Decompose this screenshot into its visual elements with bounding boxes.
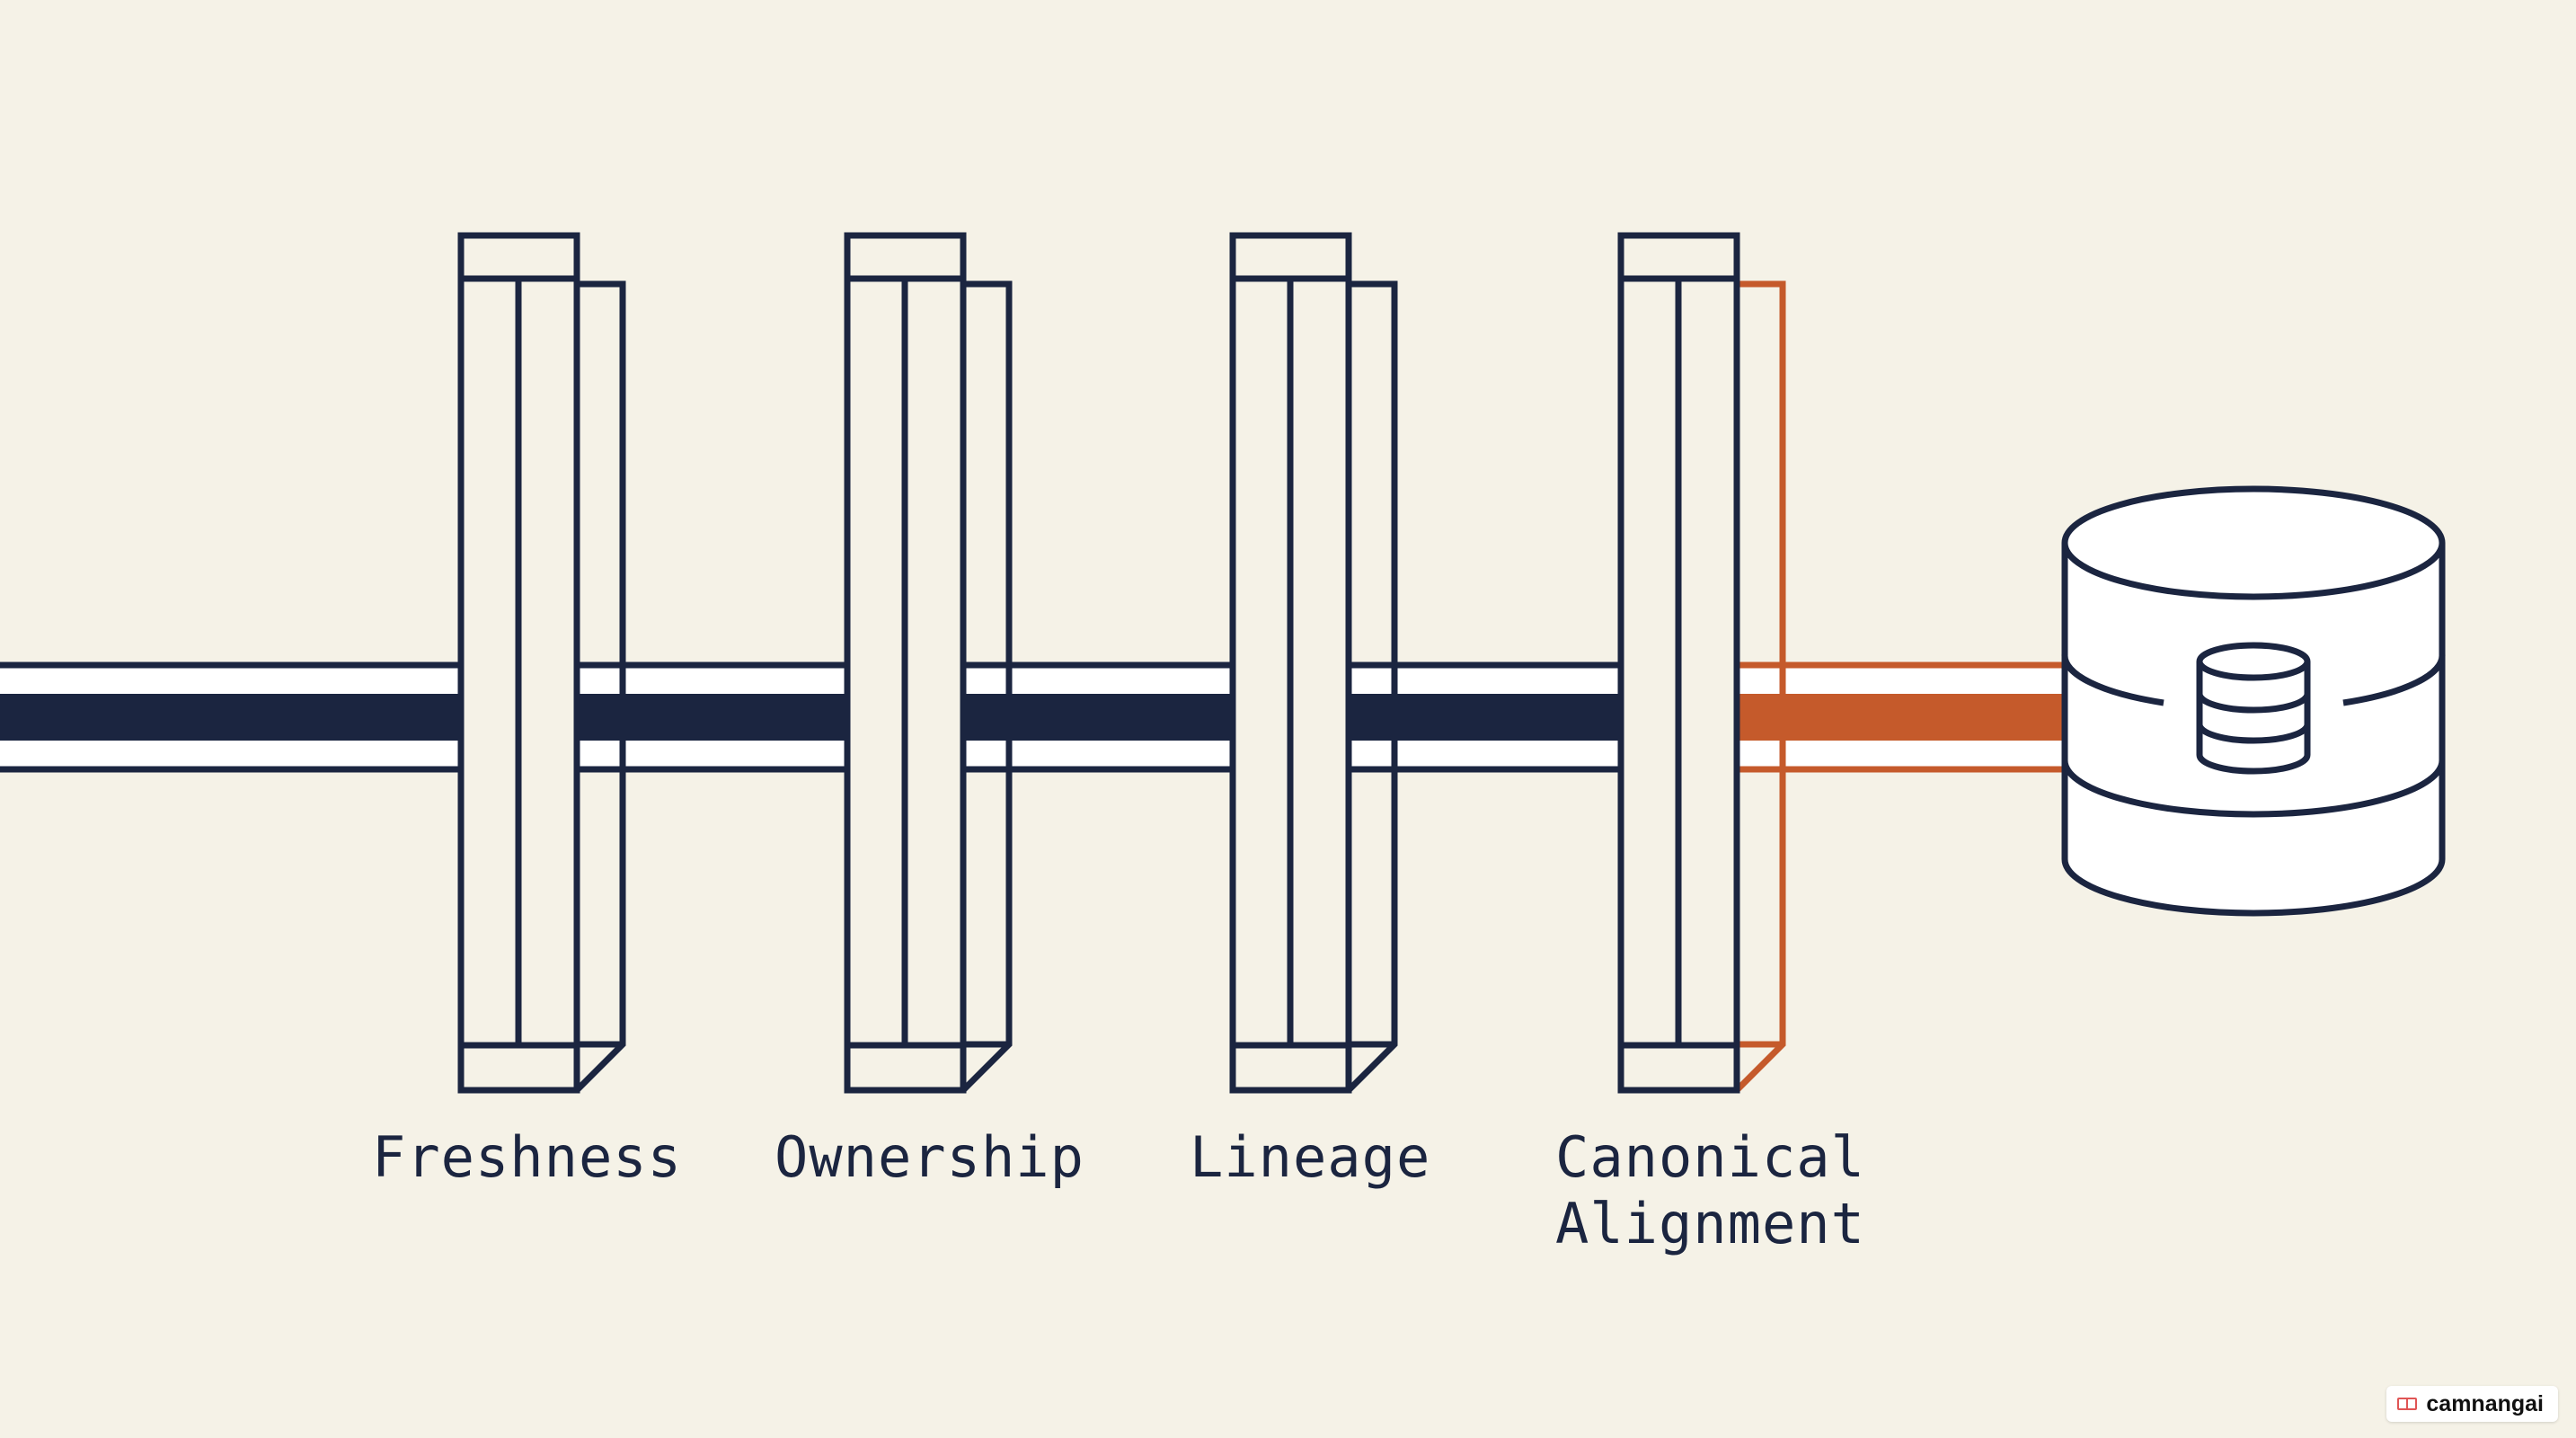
database-icon [2061,485,2446,917]
pipe-core-band [1737,694,2063,741]
gate-canonical-alignment [1617,232,1786,1094]
pipe-segment-1 [0,661,461,773]
small-db-ring-1 [2196,693,2311,714]
pipe-core-band [1349,694,1621,741]
pipe-segment-3 [963,661,1233,773]
database-top [2061,485,2446,600]
database-band-lower [2061,759,2446,818]
pipe-core-band [0,694,461,741]
gate-label-ownership: Ownership [775,1124,1084,1190]
gate-freshness [457,232,626,1094]
pipe-segment-4 [1349,661,1621,773]
database-band-left [2061,653,2164,706]
gate-side-face [960,280,1013,1093]
gate-side-face [1734,280,1786,1093]
gate-label-lineage: Lineage [1190,1124,1431,1190]
pipeline-segments [0,661,2063,773]
pipe-segment-5 [1737,661,2063,773]
database-band-right [2342,653,2446,706]
pipe-core-band [577,694,847,741]
pipe-segment-2 [577,661,847,773]
small-database-icon [2196,642,2311,775]
gate-ownership [844,232,1013,1094]
gate-side-face [574,280,626,1093]
watermark-text: camnangai [2426,1390,2544,1416]
small-db-top [2196,642,2311,681]
small-db-body [2196,661,2311,775]
gate-lineage [1229,232,1398,1094]
small-db-ring-2 [2196,723,2311,744]
gate-side-face [1346,280,1398,1093]
book-icon [2397,1398,2418,1410]
gate-label-canonical-alignment: Canonical Alignment [1555,1124,1865,1256]
gate-label-freshness: Freshness [372,1124,682,1190]
pipe-core-band [963,694,1233,741]
watermark-badge: camnangai [2386,1386,2558,1422]
